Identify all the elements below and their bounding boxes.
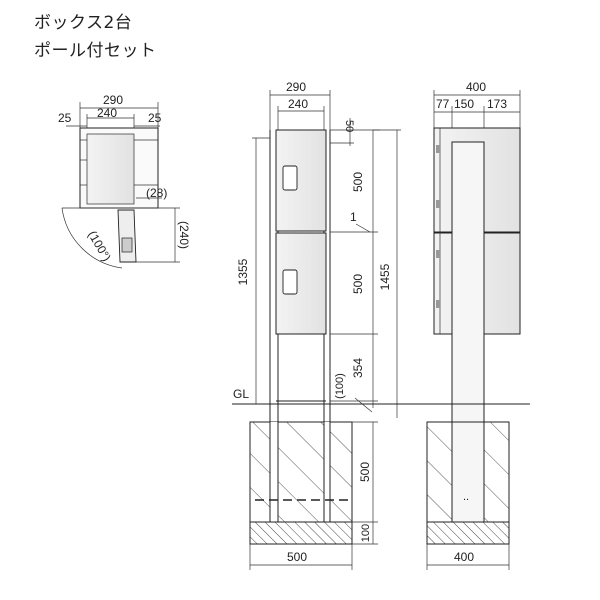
side-seg3: 173 (487, 97, 507, 111)
front-pole-height: 1355 (236, 258, 250, 285)
diagram-title-line2: ポール付セット (34, 41, 157, 61)
door-handle (121, 237, 133, 253)
top-box-inner (86, 133, 135, 205)
front-view: 290 240 50 500 1 500 354 (100) 1455 (232, 80, 418, 570)
front-base-gravel (249, 521, 353, 545)
side-width-total: 400 (466, 80, 486, 94)
door-width-dim: (240) (177, 221, 191, 249)
door-angle-dim: (100°) (85, 228, 114, 263)
side-seg2: 150 (454, 97, 474, 111)
front-top-gap: 50 (343, 120, 355, 132)
front-box2-height: 500 (351, 274, 365, 294)
front-foundation-width: 500 (287, 550, 307, 564)
side-marker: .. (463, 491, 469, 503)
side-view: 400 77 150 173 .. 400 (418, 80, 530, 570)
front-box-gap: 1 (350, 210, 357, 224)
side-base-gravel (426, 521, 510, 545)
front-base-depth: 100 (360, 524, 372, 542)
front-box1-height: 500 (351, 172, 365, 192)
side-seg1: 77 (436, 97, 450, 111)
door-depth-dim: (28) (146, 186, 167, 200)
front-below-box: 354 (351, 358, 365, 378)
mailbox-lower (275, 232, 327, 335)
ground-label: GL (233, 387, 249, 401)
front-width-outer: 290 (286, 80, 306, 94)
mailbox-lower-slot (282, 269, 298, 295)
top-view: 290 240 25 25 (28) (240) (100°) (58, 93, 191, 269)
front-total-height: 1455 (378, 263, 392, 290)
top-right-margin-dim: 25 (148, 111, 162, 125)
front-width-inner: 240 (288, 97, 308, 111)
side-foundation-width: 400 (454, 550, 474, 564)
diagram-title-line1: ボックス2台 (34, 13, 133, 33)
open-door (117, 209, 137, 263)
top-inner-dim: 240 (97, 106, 117, 120)
door-swing-arc (61, 207, 123, 269)
front-ground-offset: (100) (334, 373, 346, 399)
front-foundation-depth: 500 (358, 462, 372, 482)
mailbox-upper-slot (282, 165, 298, 191)
front-foundation (249, 421, 353, 523)
top-left-margin-dim: 25 (58, 111, 72, 125)
top-overall-dim: 290 (103, 93, 123, 107)
